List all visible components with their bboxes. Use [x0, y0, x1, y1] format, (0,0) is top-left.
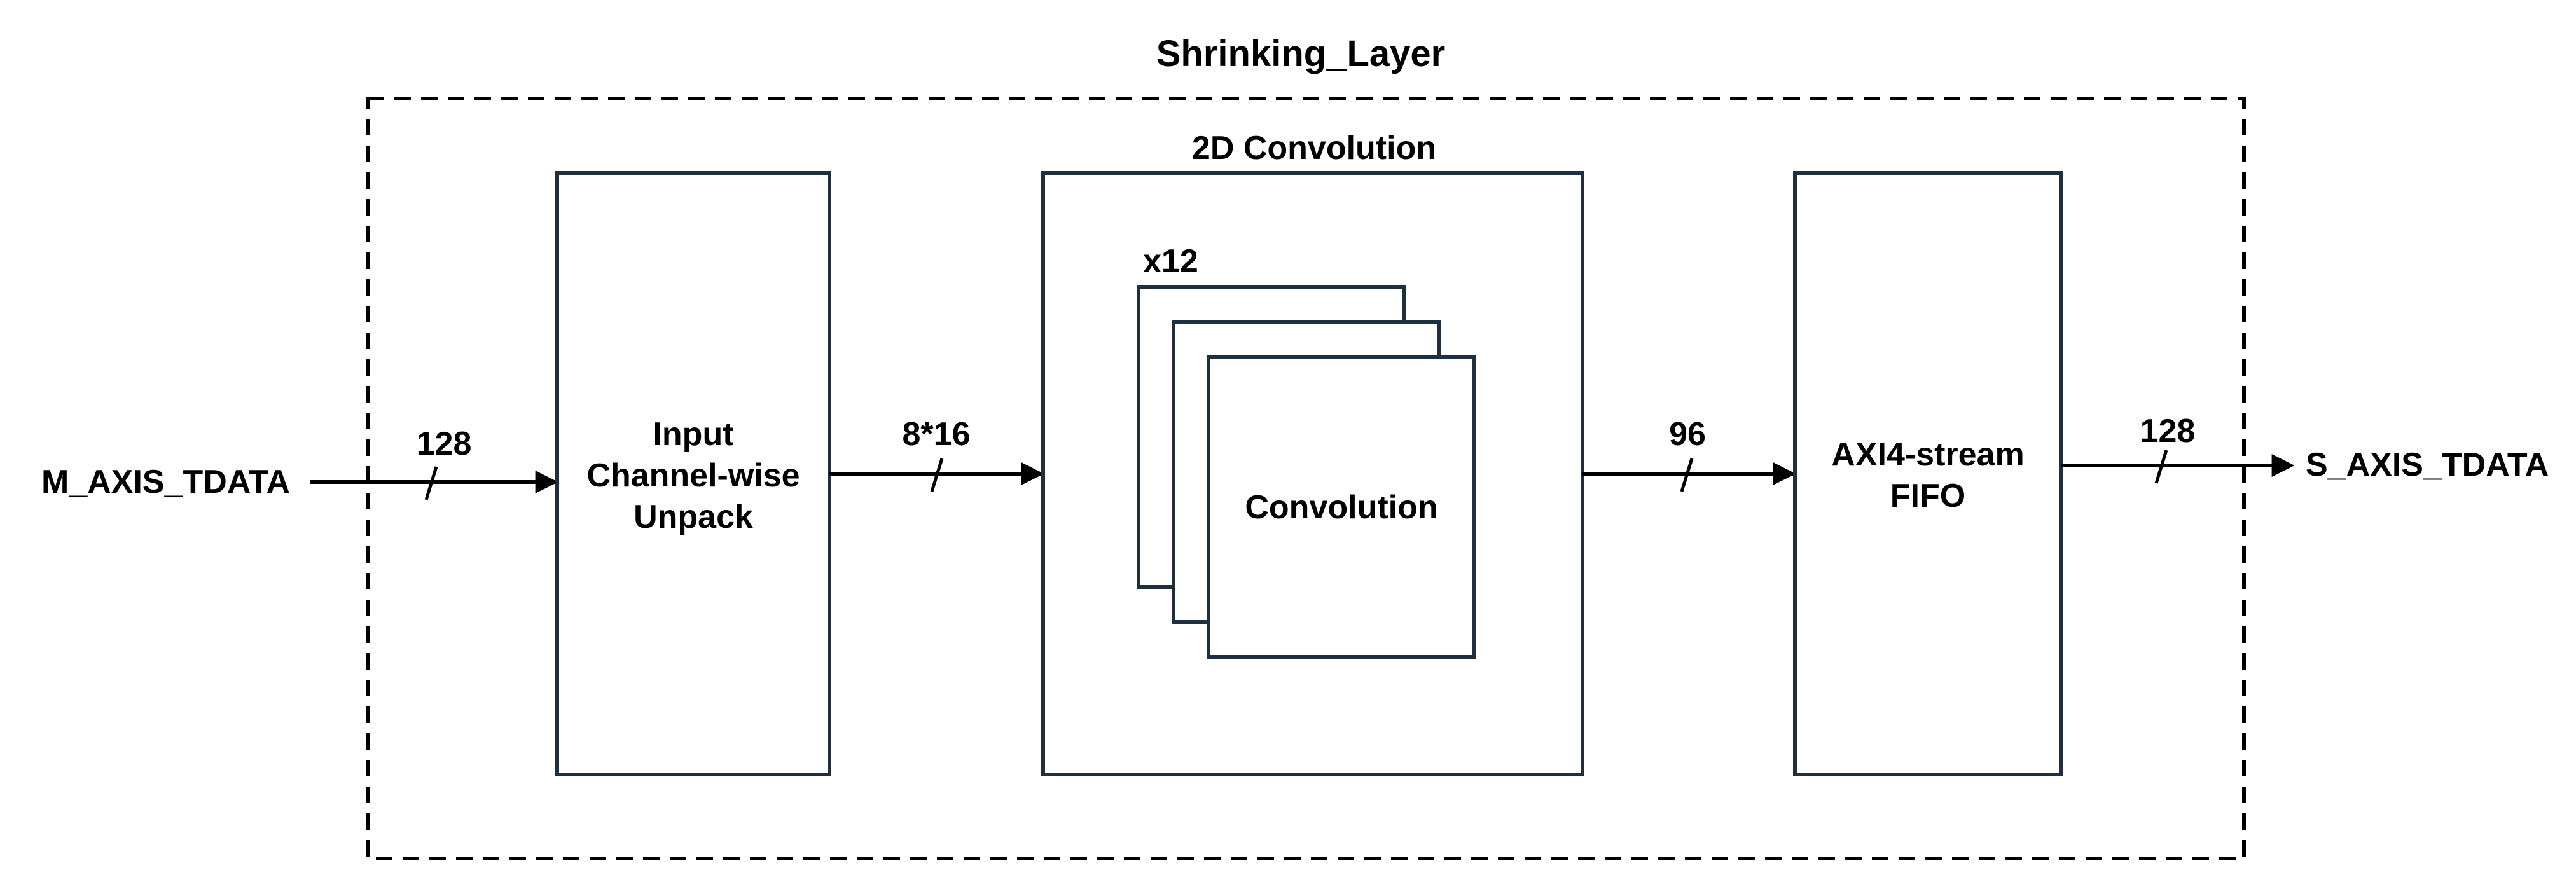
conv-multiplier-label: x12 — [1143, 243, 1198, 280]
unpack-to-conv-bus-width: 8*16 — [903, 416, 971, 453]
unpack-label-line-1: Input — [653, 416, 733, 453]
fifo-block — [1793, 171, 2063, 776]
shrinking-layer-boundary — [366, 97, 2246, 860]
input-bus-slash — [424, 466, 438, 500]
conv-to-fifo-bus-width: 96 — [1669, 416, 1706, 453]
unpack-label-line-3: Unpack — [634, 499, 753, 535]
unpack-block — [555, 171, 831, 776]
output-bus-width: 128 — [2140, 413, 2196, 450]
output-port-label: S_AXIS_TDATA — [2306, 446, 2549, 483]
output-bus-slash — [2154, 450, 2168, 484]
conv-to-fifo-bus-slash — [1680, 458, 1694, 492]
unpack-to-conv-bus-slash — [930, 458, 944, 492]
input-port-label: M_AXIS_TDATA — [41, 464, 290, 500]
conv-inner-label: Convolution — [1245, 489, 1437, 526]
unpack-label-line-2: Channel-wise — [586, 457, 800, 494]
conv-stack-card-front — [1207, 355, 1476, 659]
fifo-label-line-2: FIFO — [1890, 478, 1965, 514]
fifo-label-line-1: AXI4-stream — [1831, 436, 2024, 473]
diagram-title: Shrinking_Layer — [1156, 33, 1445, 74]
conv-group-title: 2D Convolution — [1192, 130, 1436, 167]
input-bus-width: 128 — [417, 425, 472, 462]
